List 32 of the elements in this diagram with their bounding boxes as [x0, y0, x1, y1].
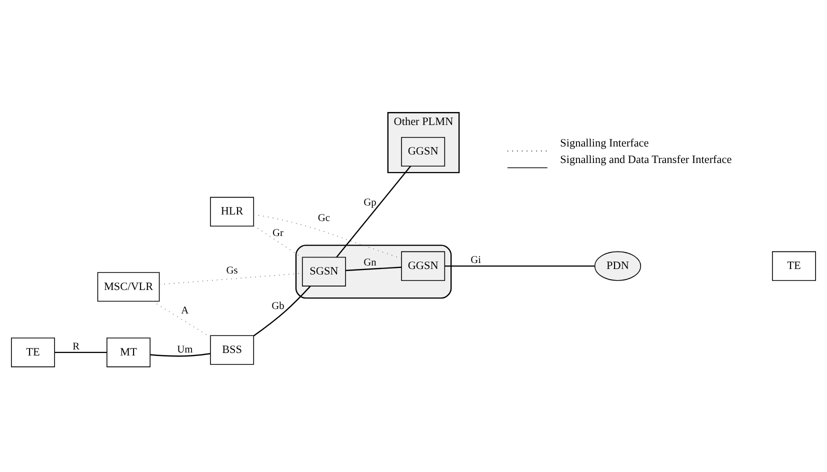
edge-label: Gr — [272, 228, 284, 239]
node-ellipse: PDN — [594, 250, 642, 280]
edge-label: R — [72, 341, 80, 352]
node-box: GGSN — [401, 250, 446, 280]
edge-label: Gc — [318, 212, 330, 224]
legend-label: Signalling and Data Transfer Interface — [560, 154, 732, 166]
connector — [54, 351, 107, 353]
connector — [336, 165, 411, 258]
cluster — [295, 244, 452, 298]
node-box: HLR — [210, 196, 254, 226]
node-box: BSS — [210, 334, 254, 364]
edge-label: Gi — [470, 254, 482, 266]
edge-label: Gn — [364, 257, 376, 268]
node-box: MSC/VLR — [97, 272, 160, 302]
node-box: TE — [772, 250, 816, 280]
connector — [253, 285, 311, 336]
connector — [346, 266, 402, 271]
edge-label: Um — [177, 344, 193, 356]
node-box: MT — [106, 337, 150, 367]
connector — [253, 214, 402, 259]
edge-label: Gb — [272, 300, 284, 312]
edge-label: A — [181, 305, 189, 316]
node-box: GGSN — [401, 136, 446, 166]
node-box: SGSN — [302, 256, 346, 286]
edge-label: Gp — [364, 197, 376, 208]
connector — [150, 352, 210, 356]
edge-label: Gs — [226, 265, 238, 276]
connector — [152, 300, 211, 337]
connector — [253, 224, 303, 258]
node-box: TE — [11, 337, 55, 367]
legend-label: Signalling Interface — [560, 136, 649, 149]
connector — [444, 264, 595, 266]
